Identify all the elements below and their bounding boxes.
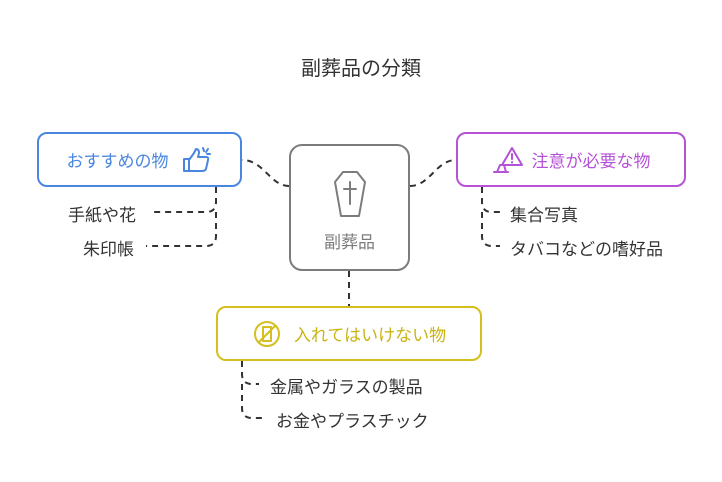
list-item: お金やプラスチック bbox=[276, 412, 429, 432]
prohibited-icon bbox=[252, 319, 282, 349]
center-label: 副葬品 bbox=[324, 233, 375, 253]
list-item: 手紙や花 bbox=[68, 206, 136, 226]
category-prohibited-label: 入れてはいけない物 bbox=[293, 326, 447, 346]
category-caution-label: 注意が必要な物 bbox=[531, 152, 651, 172]
category-caution: 注意が必要な物 bbox=[456, 132, 686, 187]
list-item: 金属やガラスの製品 bbox=[270, 378, 423, 398]
list-item: 朱印帳 bbox=[83, 240, 134, 260]
category-recommended-label: おすすめの物 bbox=[66, 152, 169, 172]
warning-icon bbox=[492, 145, 524, 175]
thumbs-up-icon bbox=[181, 145, 213, 175]
list-item: タバコなどの嗜好品 bbox=[510, 240, 663, 260]
diagram-title: 副葬品の分類 bbox=[301, 56, 421, 80]
category-prohibited: 入れてはいけない物 bbox=[216, 306, 482, 361]
category-recommended: おすすめの物 bbox=[37, 132, 242, 187]
center-node: 副葬品 bbox=[289, 144, 410, 271]
list-item: 集合写真 bbox=[510, 206, 578, 226]
coffin-icon bbox=[331, 170, 369, 222]
